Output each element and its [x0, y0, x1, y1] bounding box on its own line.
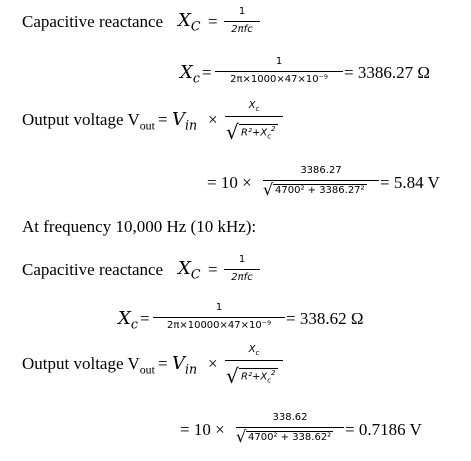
radical-sign-icon: √ — [226, 364, 239, 388]
fraction-numerator: 1 — [275, 56, 283, 67]
fraction-denominator: 2πfc — [231, 24, 253, 35]
fraction-bar — [224, 269, 260, 270]
xc-label: Capacitive reactance — [22, 260, 164, 279]
fraction-numerator: 1 — [238, 254, 246, 265]
vout-label: Output voltage Vout — [22, 354, 155, 377]
xc-symbol: XC — [178, 258, 201, 282]
equals-sign: = — [158, 110, 168, 129]
fraction-bar — [215, 71, 343, 72]
vout-formula-fraction: Xc √ R²+Xc2 — [225, 100, 283, 148]
calc-fraction: 338.62 √ 4700² + 338.62² — [236, 412, 344, 448]
vout-formula-fraction: Xc √ R²+Xc2 — [225, 344, 283, 392]
calc-prefix: = 10 × — [180, 420, 225, 439]
section-heading: At frequency 10,000 Hz (10 kHz): — [22, 217, 257, 236]
calc-fraction: 3386.27 √ 4700² + 3386.27² — [263, 165, 379, 201]
xc-calc-lhs: Xc — [118, 308, 138, 332]
radicand: 4700² + 3386.27² — [273, 184, 367, 196]
radical-sign-icon: √ — [263, 180, 274, 199]
square-root: √ 4700² + 3386.27² — [263, 180, 379, 201]
xc-formula-fraction: 1 2πfc — [224, 6, 260, 40]
equals-sign: = — [202, 63, 212, 82]
fraction-numerator: 3386.27 — [300, 165, 342, 176]
xc-symbol: XC — [178, 10, 201, 34]
fraction-bar — [224, 21, 260, 22]
radicand: R²+Xc2 — [239, 368, 278, 385]
radical-sign-icon: √ — [226, 120, 239, 144]
fraction-numerator: 338.62 — [272, 412, 308, 423]
xc-calc-fraction: 1 2π×10000×47×10⁻⁹ — [153, 302, 285, 336]
vout-label: Output voltage Vout — [22, 110, 155, 133]
calc-result: = 5.84 V — [380, 173, 440, 192]
fraction-bar — [225, 360, 283, 361]
times-sign: × — [208, 354, 218, 373]
fraction-denominator: 2π×10000×47×10⁻⁹ — [166, 320, 272, 331]
xc-calc-result: = 338.62 Ω — [286, 309, 364, 328]
radicand: R²+Xc2 — [239, 124, 278, 141]
calc-prefix: = 10 × — [207, 173, 252, 192]
square-root: √ R²+Xc2 — [225, 362, 283, 392]
fraction-denominator: 2πfc — [231, 272, 253, 283]
equals-sign: = — [208, 12, 218, 31]
xc-calc-fraction: 1 2π×1000×47×10⁻⁹ — [215, 56, 343, 90]
fraction-bar — [236, 427, 344, 428]
xc-calc-result: = 3386.27 Ω — [344, 63, 430, 82]
xc-formula-fraction: 1 2πfc — [224, 254, 260, 288]
fraction-numerator: 1 — [238, 6, 246, 17]
fraction-numerator: Xc — [248, 344, 260, 357]
fraction-bar — [263, 180, 379, 181]
radicand: 4700² + 338.62² — [246, 431, 334, 443]
fraction-numerator: Xc — [248, 100, 260, 113]
fraction-denominator: 2π×1000×47×10⁻⁹ — [230, 74, 328, 85]
vin-symbol: Vin — [172, 353, 198, 377]
square-root: √ R²+Xc2 — [225, 118, 283, 148]
square-root: √ 4700² + 338.62² — [236, 427, 344, 448]
radical-sign-icon: √ — [236, 427, 247, 446]
xc-calc-lhs: Xc — [180, 62, 200, 86]
calc-result: = 0.7186 V — [345, 420, 422, 439]
equals-sign: = — [208, 260, 218, 279]
fraction-bar — [153, 317, 285, 318]
xc-label: Capacitive reactance — [22, 12, 164, 31]
fraction-bar — [225, 116, 283, 117]
vin-symbol: Vin — [172, 109, 198, 133]
fraction-numerator: 1 — [215, 302, 223, 313]
equals-sign: = — [158, 354, 168, 373]
times-sign: × — [208, 110, 218, 129]
equals-sign: = — [140, 309, 150, 328]
